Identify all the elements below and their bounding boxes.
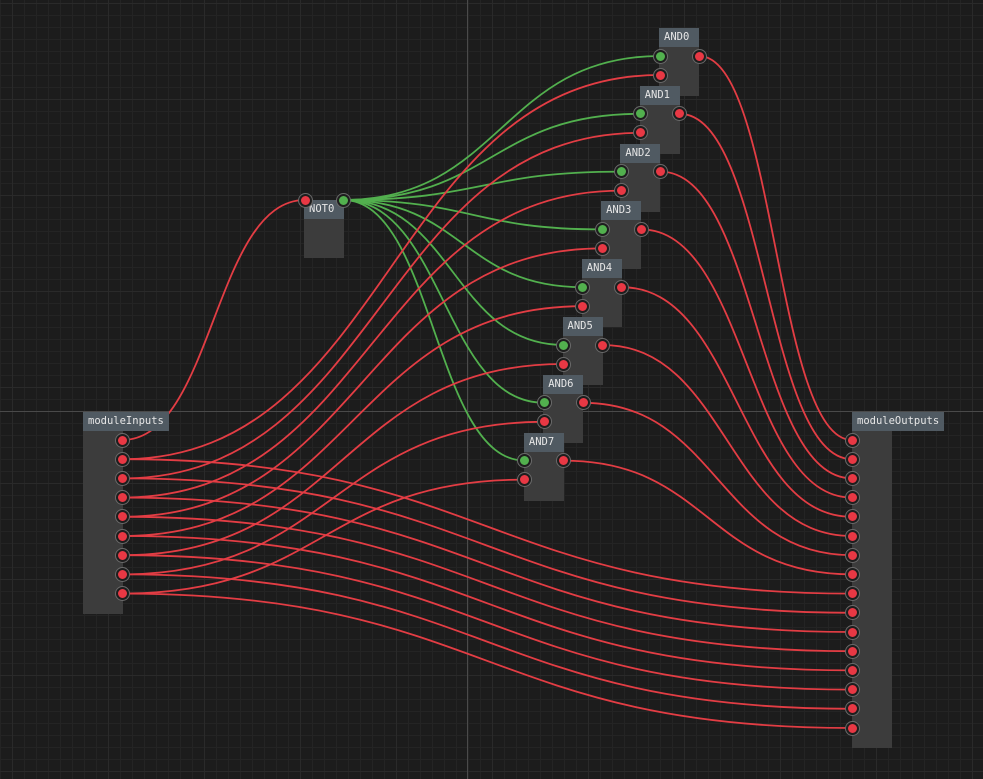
not0-output-port[interactable]	[336, 193, 350, 207]
module-outputs-port-4[interactable]	[845, 510, 859, 524]
canvas-axis-vertical	[467, 0, 468, 779]
and2-input-b-port[interactable]	[614, 184, 628, 198]
module-inputs-port-4[interactable]	[115, 510, 129, 524]
and4-output-port[interactable]	[615, 280, 629, 294]
and7-input-a-port[interactable]	[518, 454, 532, 468]
wire-input5-to-and4-b[interactable]	[121, 305, 583, 537]
and2-output-port[interactable]	[653, 165, 667, 179]
module-inputs-port-0[interactable]	[115, 433, 129, 447]
wire-not0-to-and4-a[interactable]	[342, 199, 583, 289]
module-outputs-port-15[interactable]	[845, 721, 859, 735]
wire-and1-to-output1[interactable]	[679, 112, 853, 461]
and5-node-title: AND5	[562, 317, 603, 336]
and4-input-a-port[interactable]	[576, 280, 590, 294]
wire-input0-to-not0[interactable]	[121, 199, 306, 441]
module-outputs-port-12[interactable]	[845, 663, 859, 677]
and7-node-title: AND7	[523, 432, 564, 452]
and1-input-a-port[interactable]	[634, 107, 648, 121]
and3-node-title: AND3	[601, 201, 642, 221]
wire-and0-to-output0[interactable]	[698, 55, 853, 441]
module-inputs-port-7[interactable]	[115, 567, 129, 581]
wire-not0-to-and7-a[interactable]	[342, 199, 525, 462]
module-outputs-node-title: moduleOutputs	[852, 412, 945, 431]
and5-input-a-port[interactable]	[557, 338, 570, 352]
module-outputs-port-8[interactable]	[845, 587, 859, 601]
wire-not0-to-and0-a[interactable]	[342, 55, 661, 201]
module-outputs-port-11[interactable]	[845, 644, 859, 658]
module-outputs-port-10[interactable]	[845, 625, 859, 639]
wire-not0-to-and2-a[interactable]	[342, 170, 622, 201]
wire-and4-to-output4[interactable]	[621, 286, 853, 518]
and7-input-b-port[interactable]	[518, 473, 532, 487]
wire-input6-to-and5-b[interactable]	[121, 363, 564, 557]
module-outputs-port-2[interactable]	[845, 471, 859, 485]
and5-output-port[interactable]	[596, 338, 609, 352]
module-outputs-port-7[interactable]	[845, 567, 859, 581]
and6-output-port[interactable]	[576, 396, 590, 410]
and1-node-title: AND1	[639, 85, 680, 105]
and0-input-b-port[interactable]	[653, 68, 667, 82]
module-outputs-port-6[interactable]	[845, 548, 859, 562]
canvas-axis-horizontal	[0, 411, 983, 412]
and3-input-a-port[interactable]	[595, 222, 609, 236]
and6-input-b-port[interactable]	[537, 415, 551, 429]
module-inputs-port-3[interactable]	[115, 491, 129, 505]
and3-output-port[interactable]	[634, 222, 648, 236]
wire-input5-to-output12[interactable]	[121, 535, 853, 672]
and1-output-port[interactable]	[673, 107, 687, 121]
wire-not0-to-and3-a[interactable]	[342, 199, 603, 231]
wire-and2-to-output2[interactable]	[660, 170, 853, 480]
not0-input-port[interactable]	[298, 193, 312, 207]
and4-input-b-port[interactable]	[576, 299, 590, 313]
wire-input8-to-and7-b[interactable]	[121, 478, 525, 595]
wire-not0-to-and1-a[interactable]	[342, 112, 641, 201]
wire-input4-to-and3-b[interactable]	[121, 247, 603, 518]
wire-input2-to-and1-b[interactable]	[121, 131, 641, 480]
not0-node-title: NOT0	[304, 200, 344, 219]
wire-and5-to-output5[interactable]	[602, 344, 853, 537]
module-outputs-port-13[interactable]	[845, 683, 859, 697]
and0-output-port[interactable]	[692, 49, 706, 63]
wire-input3-to-output10[interactable]	[121, 496, 853, 633]
and6-input-a-port[interactable]	[537, 396, 551, 410]
module-inputs-port-5[interactable]	[115, 529, 129, 543]
wire-input7-to-output14[interactable]	[121, 573, 853, 710]
wire-input1-to-output8[interactable]	[121, 458, 853, 595]
module-outputs-port-0[interactable]	[845, 433, 859, 447]
wire-and6-to-output6[interactable]	[583, 401, 853, 557]
and6-node-title: AND6	[543, 374, 584, 394]
and1-input-b-port[interactable]	[634, 126, 648, 140]
wire-input2-to-output9[interactable]	[121, 477, 853, 614]
wire-and7-to-output7[interactable]	[563, 459, 853, 576]
module-inputs-port-6[interactable]	[115, 548, 129, 562]
wire-input1-to-and0-b[interactable]	[121, 74, 661, 461]
and3-input-b-port[interactable]	[595, 241, 609, 255]
and7-output-port[interactable]	[557, 454, 571, 468]
module-outputs-port-3[interactable]	[845, 491, 859, 505]
wire-input8-to-output15[interactable]	[121, 592, 853, 729]
wire-and3-to-output3[interactable]	[641, 228, 853, 499]
module-outputs-port-1[interactable]	[845, 452, 859, 466]
and0-node-title: AND0	[659, 28, 699, 47]
module-inputs-port-1[interactable]	[115, 452, 129, 466]
wire-input3-to-and2-b[interactable]	[121, 189, 622, 499]
module-outputs-node[interactable]	[852, 412, 892, 748]
wire-not0-to-and5-a[interactable]	[342, 199, 564, 346]
and4-node-title: AND4	[581, 259, 622, 279]
and2-input-a-port[interactable]	[614, 165, 628, 179]
wire-input4-to-output11[interactable]	[121, 515, 853, 653]
and2-node-title: AND2	[620, 143, 661, 163]
module-outputs-port-5[interactable]	[845, 529, 859, 543]
and0-input-a-port[interactable]	[653, 49, 667, 63]
module-outputs-port-14[interactable]	[845, 702, 859, 716]
module-inputs-port-8[interactable]	[115, 587, 129, 601]
module-outputs-port-9[interactable]	[845, 606, 859, 620]
wire-input6-to-output13[interactable]	[121, 554, 853, 691]
module-inputs-port-2[interactable]	[115, 471, 129, 485]
module-inputs-node-title: moduleInputs	[83, 412, 169, 431]
and5-input-b-port[interactable]	[557, 357, 570, 371]
